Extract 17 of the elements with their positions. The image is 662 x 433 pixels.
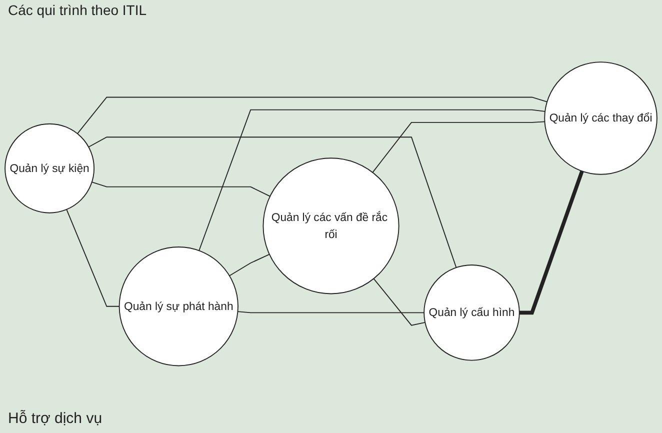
node-circle: Quản lý các vấn đề rắc rối: [262, 158, 400, 294]
connector: [76, 96, 548, 134]
node-circle: Quản lý các thay đổi: [544, 62, 658, 175]
node-circle: Quản lý cấu hình: [424, 264, 520, 361]
connector: [66, 209, 120, 307]
diagram-title: Các qui trình theo ITIL: [8, 2, 147, 18]
connector: [372, 121, 546, 173]
center-label: Hỗ trợ dịch vụ: [8, 410, 102, 427]
connector: [237, 311, 425, 314]
connector: [88, 136, 457, 268]
connector: [91, 182, 271, 197]
node-circle: Quản lý sự phát hành: [118, 246, 238, 366]
node-circle: Quản lý sự kiện: [4, 123, 95, 214]
connector: [373, 278, 426, 326]
connector: [519, 170, 584, 315]
connector: [198, 109, 546, 252]
connector: [229, 254, 270, 276]
